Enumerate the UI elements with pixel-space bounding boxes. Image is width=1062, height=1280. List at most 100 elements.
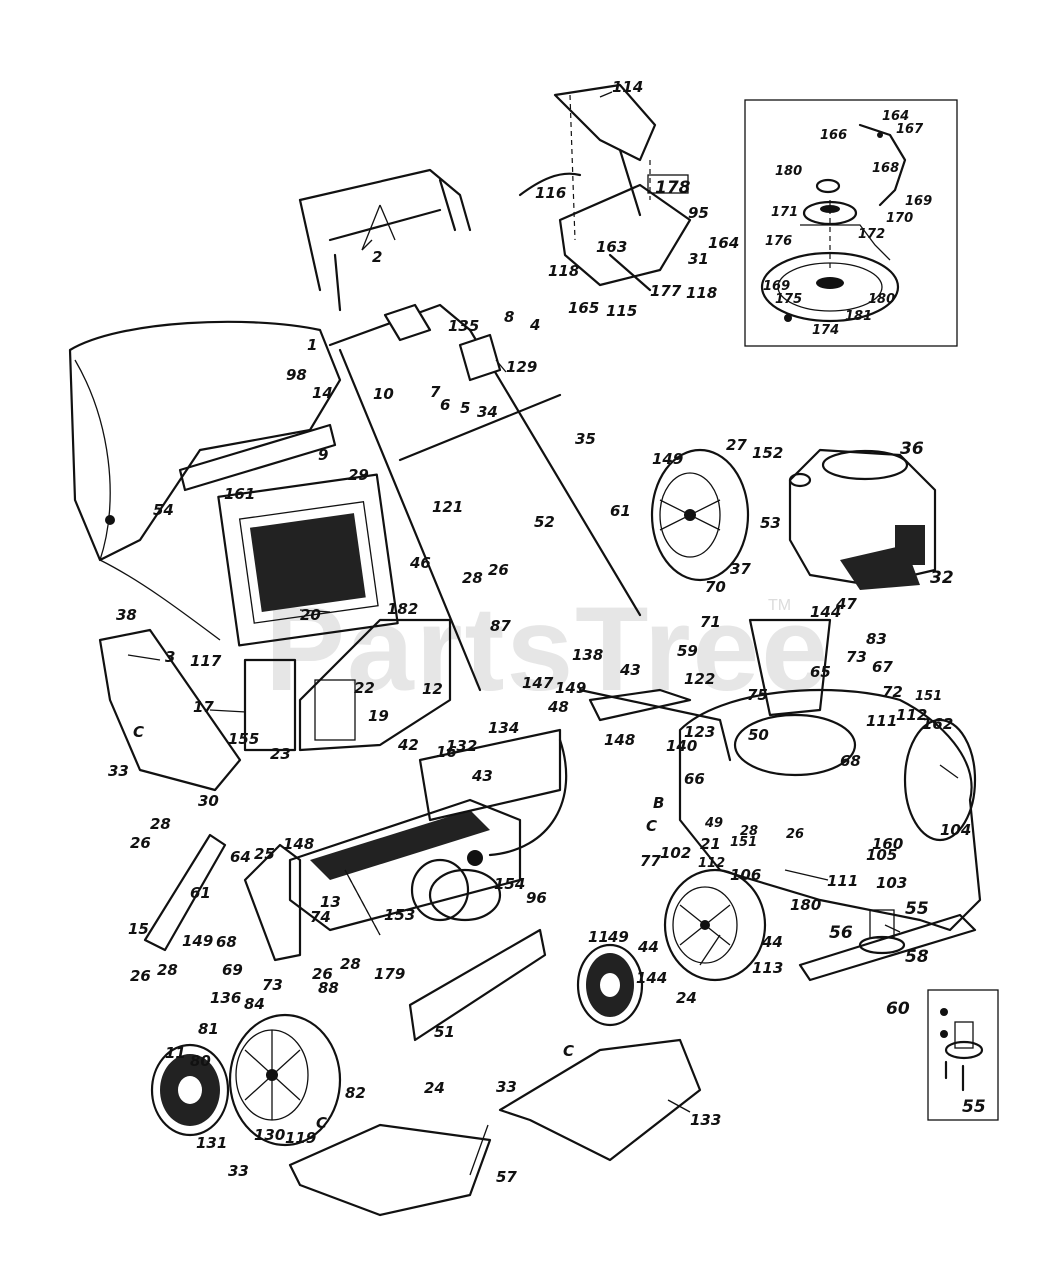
leader-lines — [127, 91, 959, 1176]
label-37: 37 — [730, 560, 751, 578]
label-C1: C — [133, 723, 144, 741]
label-11b: 11 — [165, 1044, 186, 1062]
label-116: 116 — [535, 184, 566, 202]
rear-axle-bar — [143, 833, 227, 952]
label-118b: 118 — [686, 284, 717, 302]
hubcap-right — [576, 943, 644, 1027]
label-87: 87 — [490, 617, 511, 635]
label-129: 129 — [506, 358, 537, 376]
label-34: 34 — [477, 403, 498, 421]
label-177: 177 — [650, 282, 682, 300]
drive-gearbox — [410, 850, 502, 922]
label-31: 31 — [688, 250, 709, 268]
drive-bracket — [588, 688, 692, 722]
label-148b: 148 — [283, 835, 314, 853]
label-B: B — [653, 794, 664, 812]
label-52: 52 — [534, 513, 555, 531]
label-149a: 149 — [652, 450, 683, 468]
label-105: 105 — [866, 846, 897, 864]
mower-deck — [578, 618, 982, 932]
label-48: 48 — [547, 698, 569, 716]
label-19: 19 — [368, 707, 389, 725]
label-5: 5 — [460, 399, 470, 417]
label-28e: 28 — [340, 955, 361, 973]
label-58: 58 — [905, 947, 929, 967]
label-111b: 111 — [827, 872, 858, 890]
label-38: 38 — [116, 606, 137, 624]
label-131: 131 — [196, 1134, 227, 1152]
label-114: 114 — [612, 78, 643, 96]
drive-cable — [488, 738, 568, 857]
label-54: 54 — [153, 501, 174, 519]
label-180a: 180 — [775, 164, 802, 179]
label-61a: 61 — [610, 502, 631, 520]
inset-blade-adapter — [927, 989, 999, 1121]
label-102: 102 — [660, 844, 691, 862]
label-180c: 180 — [790, 896, 821, 914]
label-169a: 169 — [905, 194, 932, 209]
label-33a: 33 — [108, 762, 129, 780]
label-23: 23 — [270, 745, 291, 763]
label-8: 8 — [504, 308, 514, 326]
label-50: 50 — [748, 726, 769, 744]
label-123: 123 — [684, 723, 715, 741]
upper-handle — [298, 168, 472, 312]
label-11a: 11 — [588, 928, 609, 946]
label-95: 95 — [688, 204, 709, 222]
label-122: 122 — [684, 670, 715, 688]
label-149c: 149 — [182, 932, 213, 950]
label-33b: 33 — [496, 1078, 517, 1096]
rear-flap — [498, 1038, 702, 1162]
label-172: 172 — [858, 227, 885, 242]
label-162: 162 — [922, 715, 953, 733]
label-25: 25 — [254, 845, 275, 863]
label-88: 88 — [318, 979, 339, 997]
label-132: 132 — [446, 737, 477, 755]
label-C3: C — [563, 1042, 574, 1060]
label-24b: 24 — [424, 1079, 445, 1097]
label-164b: 164 — [708, 234, 739, 252]
label-9: 9 — [318, 446, 328, 464]
label-119: 119 — [285, 1129, 316, 1147]
label-149b: 149 — [555, 679, 586, 697]
label-51: 51 — [434, 1023, 455, 1041]
label-55b: 55 — [962, 1097, 986, 1117]
label-26a: 26 — [488, 561, 509, 579]
label-47: 47 — [835, 595, 857, 613]
label-163: 163 — [596, 238, 627, 256]
label-171: 171 — [771, 205, 798, 220]
engine — [788, 448, 937, 590]
label-176: 176 — [765, 234, 792, 249]
label-26e: 26 — [312, 965, 333, 983]
label-28a: 28 — [462, 569, 483, 587]
label-C4: C — [316, 1114, 327, 1132]
label-57: 57 — [496, 1168, 517, 1186]
label-53: 53 — [760, 514, 781, 532]
label-80: 80 — [190, 1052, 211, 1070]
label-66: 66 — [684, 770, 705, 788]
watermark-tm: TM — [768, 597, 791, 614]
label-2: 2 — [372, 248, 382, 266]
label-117: 117 — [190, 652, 222, 670]
label-44b: 44 — [761, 933, 783, 951]
inset-clutch-assembly — [744, 99, 958, 347]
label-113: 113 — [752, 959, 783, 977]
label-179: 179 — [374, 965, 405, 983]
label-72: 72 — [882, 683, 903, 701]
label-71: 71 — [700, 613, 721, 631]
rear-wheel-upper — [650, 448, 750, 582]
label-144b: 144 — [636, 969, 667, 987]
label-112a: 112 — [896, 706, 927, 724]
label-138: 138 — [572, 646, 603, 664]
label-28c: 28 — [150, 815, 171, 833]
label-147: 147 — [522, 674, 554, 692]
label-14: 14 — [312, 384, 333, 402]
label-28d: 28 — [157, 961, 178, 979]
label-68b: 68 — [216, 933, 237, 951]
label-43b: 43 — [471, 767, 493, 785]
bag-frame — [178, 423, 399, 647]
label-4: 4 — [529, 316, 540, 334]
label-13: 13 — [320, 893, 341, 911]
label-106: 106 — [730, 866, 761, 884]
label-82: 82 — [345, 1084, 366, 1102]
